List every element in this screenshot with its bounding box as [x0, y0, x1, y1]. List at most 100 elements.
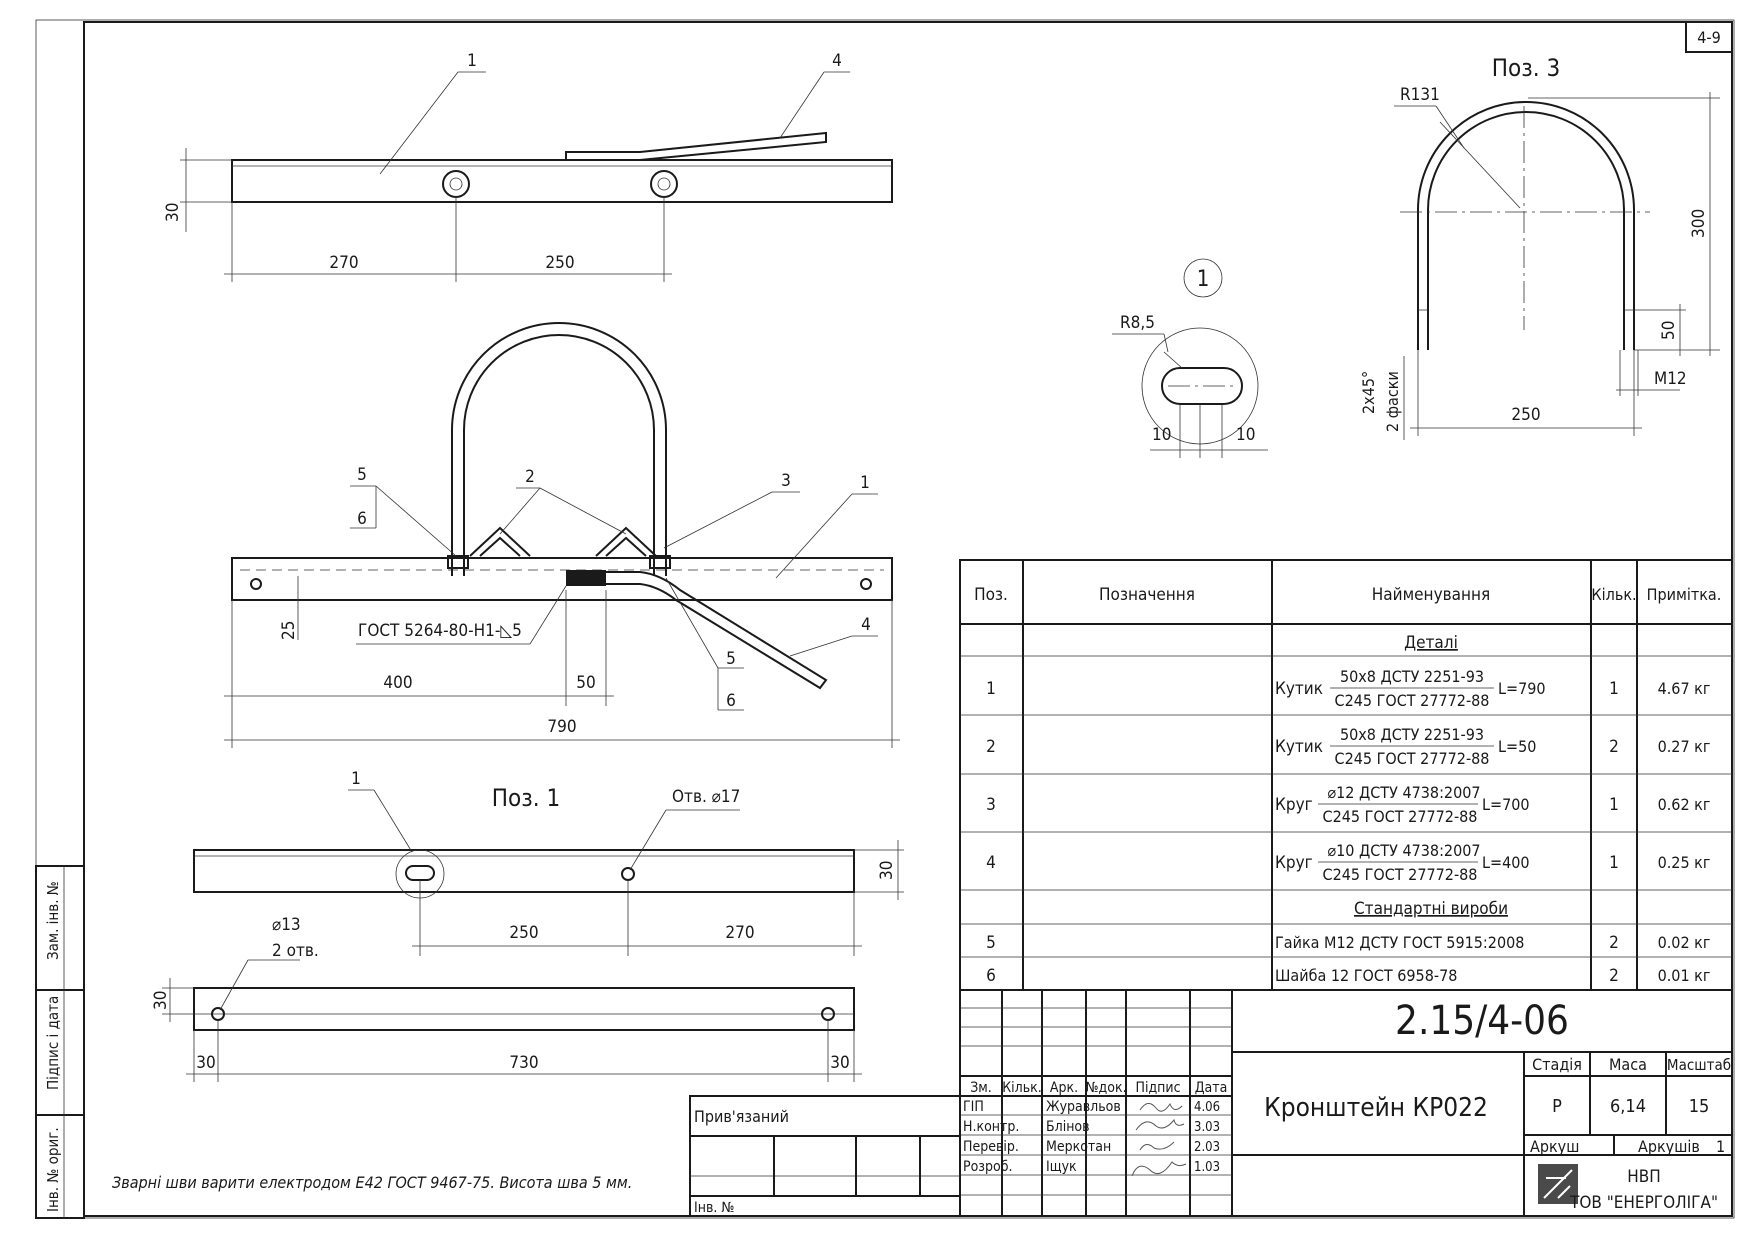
spec-section-details: Деталі [1404, 633, 1458, 653]
angle-bar-top [231, 159, 893, 203]
spec-row-5-name: Гайка М12 ДСТУ ГОСТ 5915:2008 [1275, 933, 1524, 952]
dim-25-front: 25 [279, 621, 299, 640]
spec-row-1-frac-top: 50х8 ДСТУ 2251-93 [1340, 667, 1484, 686]
pos3-dim-250: 250 [1511, 405, 1540, 425]
spec-row-2-length: L=50 [1498, 737, 1536, 756]
sheet-header: Аркуш [1530, 1137, 1579, 1156]
scale-value: 15 [1689, 1096, 1710, 1117]
doc-number: 2.15/4-06 [1395, 998, 1569, 1044]
callout-3-front: 3 [781, 471, 791, 491]
nut-left-top [442, 170, 470, 198]
callout-5-front-right: 5 [726, 649, 736, 669]
pos1-dim-30b: 30 [151, 991, 171, 1010]
date-2: 3.03 [1194, 1120, 1220, 1135]
pos1-dim-270: 270 [725, 923, 754, 943]
spec-header-designation: Позначення [1099, 585, 1195, 605]
u-bolt-pos3 [1417, 101, 1635, 350]
col-kilk: Кільк. [1002, 1080, 1042, 1096]
callout-5-front-left: 5 [357, 465, 367, 485]
role-rozrob: Розроб. [963, 1159, 1012, 1175]
pos1-dim-250: 250 [509, 923, 538, 943]
dim-400-front: 400 [383, 673, 412, 693]
spec-row-2-frac-top: 50х8 ДСТУ 2251-93 [1340, 725, 1484, 744]
spec-row-6-qty: 2 [1609, 966, 1619, 986]
pos1-dim-730: 730 [509, 1053, 538, 1073]
product-name: Кронштейн КР022 [1264, 1093, 1488, 1123]
pos1-dim-30c: 30 [196, 1053, 215, 1073]
pos1-hole13: ⌀13 [272, 915, 301, 935]
spec-row-5-qty: 2 [1609, 933, 1619, 953]
sheets-header: Аркушів [1638, 1137, 1700, 1156]
spec-row-5-pos: 5 [986, 933, 996, 953]
pos1-view: Поз. 1 1 Отв. ⌀17 30 250 270 ⌀13 2 отв. … [151, 769, 904, 1082]
pos1-bar-bottom [193, 987, 855, 1031]
sheet-code: 4-9 [1697, 28, 1721, 47]
pos3-radius: R131 [1400, 85, 1440, 105]
detail-1-dim-10b: 10 [1236, 425, 1255, 445]
name-3: Меркотан [1046, 1139, 1111, 1155]
spec-row-4-name: Круг [1275, 853, 1313, 873]
callout-6-front-right: 6 [726, 691, 736, 711]
pos3-dim-50: 50 [1659, 321, 1679, 340]
spec-row-1-qty: 1 [1609, 679, 1619, 699]
pos1-slot [405, 865, 435, 881]
col-zm: Зм. [970, 1080, 992, 1096]
detail-1-radius: R8,5 [1120, 313, 1155, 333]
angle-piece-right [595, 526, 657, 557]
sheet-code-box [1685, 21, 1733, 53]
spec-header-qty: Кільк. [1591, 585, 1636, 604]
col-data: Дата [1195, 1080, 1228, 1096]
callout-4-top: 4 [832, 51, 842, 71]
spec-section-standard: Стандартні вироби [1354, 899, 1508, 919]
spec-row-3-note: 0.62 кг [1658, 795, 1711, 814]
detail-1-dim-10a: 10 [1152, 425, 1171, 445]
spec-row-4-length: L=400 [1482, 853, 1530, 872]
spec-row-4-note: 0.25 кг [1658, 853, 1711, 872]
spec-row-3-frac-bottom: С245 ГОСТ 27772-88 [1323, 807, 1478, 826]
name-4: Іщук [1046, 1159, 1077, 1175]
pos1-title: Поз. 1 [492, 784, 560, 812]
spec-header-name: Найменування [1372, 585, 1490, 605]
specification-table: Поз. Позначення Найменування Кільк. Прим… [959, 559, 1733, 991]
detail-1-view: 1 R8,5 10 10 [1112, 258, 1268, 458]
company-logo [1538, 1164, 1578, 1204]
spec-row-1-length: L=790 [1498, 679, 1546, 698]
name-2: Блінов [1046, 1119, 1090, 1135]
callout-1-top: 1 [467, 51, 477, 71]
spec-row-1-name: Кутик [1275, 679, 1323, 699]
spec-row-4-qty: 1 [1609, 853, 1619, 873]
pos1-callout-1: 1 [351, 769, 361, 789]
spec-row-3-pos: 3 [986, 795, 996, 815]
spec-row-6-note: 0.01 кг [1658, 966, 1711, 985]
name-1: Журавльов [1046, 1099, 1121, 1115]
callout-1-front: 1 [860, 473, 870, 493]
detail-1-title: 1 [1197, 267, 1210, 292]
spec-row-4-pos: 4 [986, 853, 996, 873]
signatures [1131, 1102, 1187, 1177]
pos1-dim-30a: 30 [877, 861, 897, 880]
side-stamp-zam: Зам. інв. № [44, 881, 62, 960]
dim-270-top: 270 [329, 253, 358, 273]
stage-value: Р [1552, 1096, 1562, 1117]
side-stamp-inv: Інв. № ориг. [44, 1127, 62, 1212]
pos3-view: Поз. 3 R131 300 50 M12 250 2х45° 2 фаски [1359, 54, 1720, 440]
spec-row-5-note: 0.02 кг [1658, 933, 1711, 952]
angle-bar-front [231, 557, 893, 601]
spec-row-3-length: L=700 [1482, 795, 1530, 814]
inv-no-label: Інв. № [694, 1200, 734, 1216]
date-1: 4.06 [1194, 1100, 1220, 1115]
top-view: 1 4 30 270 250 [163, 51, 893, 282]
title-block: 2.15/4-06 Кронштейн КР022 Стадія Маса Ма… [959, 989, 1733, 1217]
spec-row-2-note: 0.27 кг [1658, 737, 1711, 756]
dim-50-front: 50 [576, 673, 595, 693]
dim-30-top: 30 [163, 203, 183, 222]
rod-4-front [606, 571, 828, 690]
nut-right-top [650, 170, 678, 198]
spec-row-3-name: Круг [1275, 795, 1313, 815]
rod-4-top [565, 131, 827, 161]
pos1-bar-side [193, 849, 855, 893]
role-gip: ГІП [963, 1099, 984, 1115]
weld-note: ГОСТ 5264-80-Н1-◺5 [358, 621, 522, 641]
dim-790-front: 790 [547, 717, 576, 737]
